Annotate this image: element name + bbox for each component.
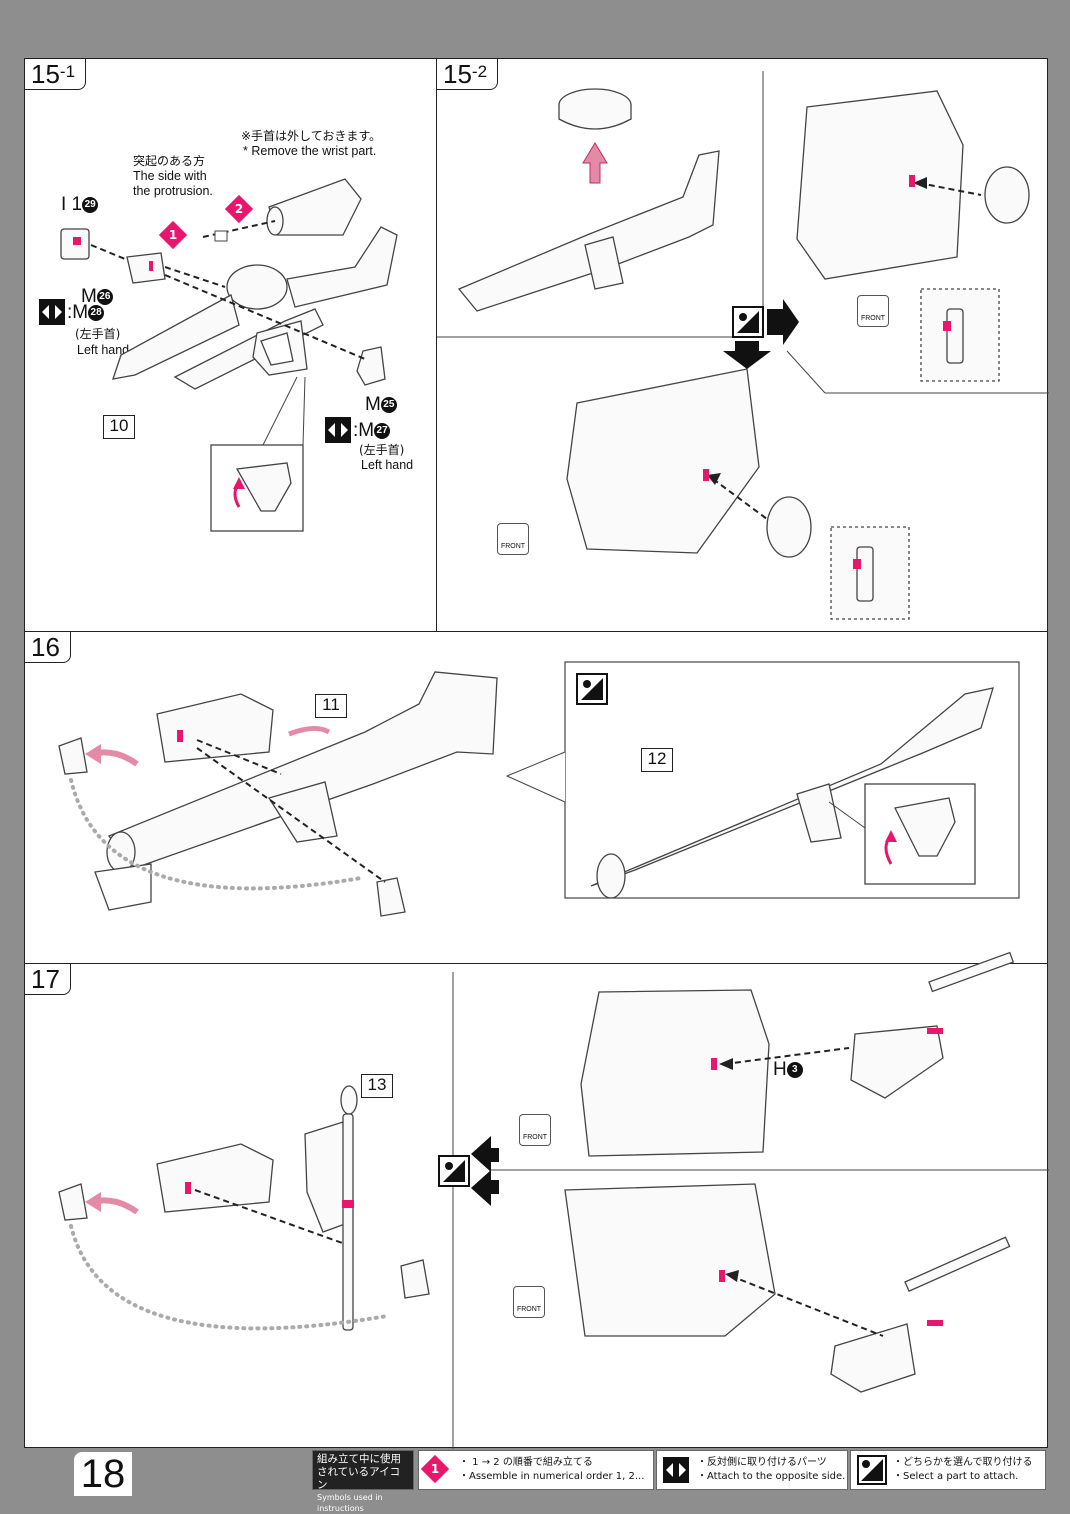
step-16-label: 16 (25, 632, 71, 663)
left-wrist-jp-2: (左手首) (359, 443, 405, 457)
step-15-2-panel: 15-2 (436, 58, 1049, 633)
legend-opposite-en: ・Attach to the opposite side. (697, 1471, 846, 1482)
select-part-legend-icon (857, 1455, 887, 1485)
legend-title-en: Symbols used in instructions (317, 1493, 383, 1513)
front-badge-3: FRONT (519, 1114, 551, 1146)
step-17-panel: 17 13 (24, 951, 1049, 1449)
opposite-side-icon (39, 299, 65, 325)
left-hand-en-1: Left hand (77, 343, 130, 357)
wrist-note-jp: ※手首は外しておきます。 (241, 129, 382, 143)
part-box-13: 13 (361, 1074, 393, 1098)
order-icon-text: 1 (430, 1462, 440, 1476)
order-badge-1-text: 1 (168, 228, 178, 242)
part-box-10: 10 (103, 415, 135, 439)
front-badge-4: FRONT (513, 1286, 545, 1318)
legend-order-jp: ・ 1 → 2 の順番で組み立てる (459, 1457, 593, 1468)
rifle-illustration (60, 178, 398, 532)
order-badge-2-text: 2 (234, 202, 244, 216)
left-hand-en-2: Left hand (361, 458, 414, 472)
legend-order-en: ・Assemble in numerical order 1, 2... (459, 1471, 645, 1482)
legend-title-jp-1: 組み立て中に使用 (317, 1453, 401, 1465)
protrusion-note-en-1: The side with (133, 169, 207, 183)
part-box-11: 11 (315, 694, 347, 718)
opposite-side-legend-icon (663, 1457, 689, 1483)
instruction-page: 15-1 ※手首は外しておきます。 * Remove the wrist par… (24, 58, 1049, 1449)
legend-select: ・どちらかを選んで取り付ける ・Select a part to attach. (850, 1450, 1046, 1490)
legend-select-jp: ・どちらかを選んで取り付ける (893, 1457, 1033, 1468)
wrist-note-en: * Remove the wrist part. (243, 144, 377, 158)
legend-select-en: ・Select a part to attach. (893, 1471, 1019, 1482)
legend-opposite: ・反対側に取り付けるパーツ ・Attach to the opposite si… (656, 1450, 848, 1490)
step-15-1-label: 15-1 (25, 59, 87, 90)
part-box-12: 12 (641, 748, 673, 772)
step-16-panel: 16 11 (24, 631, 1048, 965)
step-15-2-label: 15-2 (437, 59, 499, 90)
opposite-side-icon-2 (325, 417, 351, 443)
protrusion-note-jp: 突起のある方 (133, 154, 206, 168)
legend-opposite-jp: ・反対側に取り付けるパーツ (697, 1457, 827, 1468)
legend-title-jp-2: されているアイコン (317, 1466, 401, 1491)
protrusion-note-en-2: the protrusion. (133, 184, 213, 198)
bazooka-illustration (58, 661, 1020, 917)
step-15-1-panel: 15-1 ※手首は外しておきます。 * Remove the wrist par… (24, 58, 438, 633)
front-badge-1: FRONT (857, 295, 889, 327)
legend-order: 1 ・ 1 → 2 の順番で組み立てる ・Assemble in numeric… (418, 1450, 654, 1490)
left-wrist-jp-1: (左手首) (75, 327, 121, 341)
step-17-illustration (58, 951, 1049, 1449)
step-15-2-illustration (437, 71, 1049, 620)
legend-title: 組み立て中に使用 されているアイコン Symbols used in instr… (312, 1450, 414, 1513)
front-badge-2: FRONT (497, 523, 529, 555)
step-17-label: 17 (25, 964, 71, 995)
page-number: 18 (74, 1452, 132, 1496)
